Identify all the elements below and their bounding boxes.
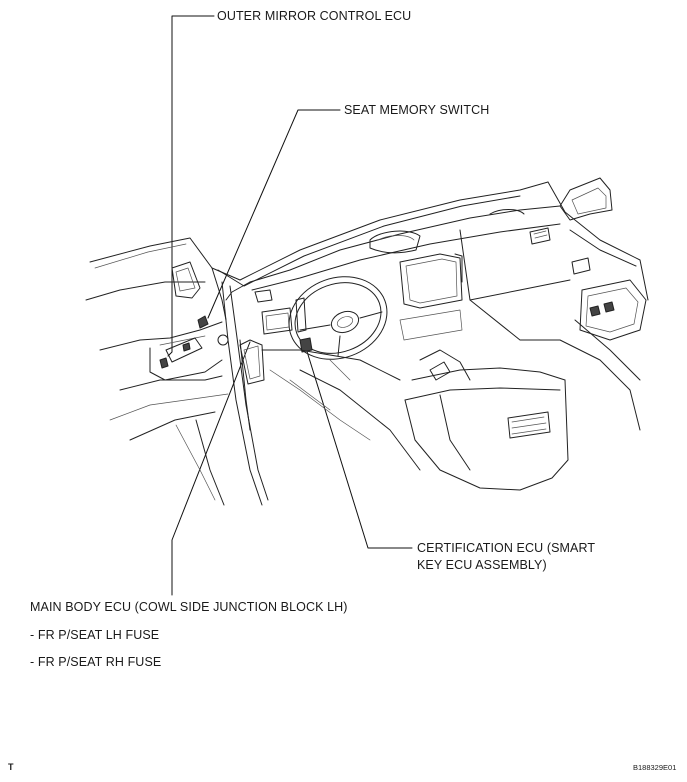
floor-drawing: [239, 339, 421, 471]
label-certification-ecu-line1: CERTIFICATION ECU (SMART: [417, 541, 596, 555]
figure-id: B188329E01: [633, 763, 677, 772]
leader-certification: [304, 344, 413, 549]
label-fr-pseat-lh-fuse: - FR P/SEAT LH FUSE: [30, 628, 160, 642]
right-door-drawing: [547, 177, 649, 431]
windshield-frame: [211, 181, 549, 506]
dashboard-drawing: [249, 205, 571, 341]
steering-wheel-drawing: [288, 276, 388, 360]
center-console-drawing: [404, 349, 569, 491]
leader-seat-memory: [207, 109, 341, 319]
label-fr-pseat-rh-fuse: - FR P/SEAT RH FUSE: [30, 655, 162, 669]
label-seat-memory-switch: SEAT MEMORY SWITCH: [344, 103, 490, 117]
label-certification-ecu-line2: KEY ECU ASSEMBLY): [417, 558, 547, 572]
leader-main-body: [171, 341, 251, 596]
label-outer-mirror-control-ecu: OUTER MIRROR CONTROL ECU: [217, 9, 412, 23]
label-main-body-ecu: MAIN BODY ECU (COWL SIDE JUNCTION BLOCK …: [30, 600, 348, 614]
left-door-drawing: [85, 237, 229, 506]
footer-mark: T: [8, 762, 14, 772]
leader-outer-mirror: [167, 15, 215, 357]
leader-lines: [167, 15, 413, 596]
